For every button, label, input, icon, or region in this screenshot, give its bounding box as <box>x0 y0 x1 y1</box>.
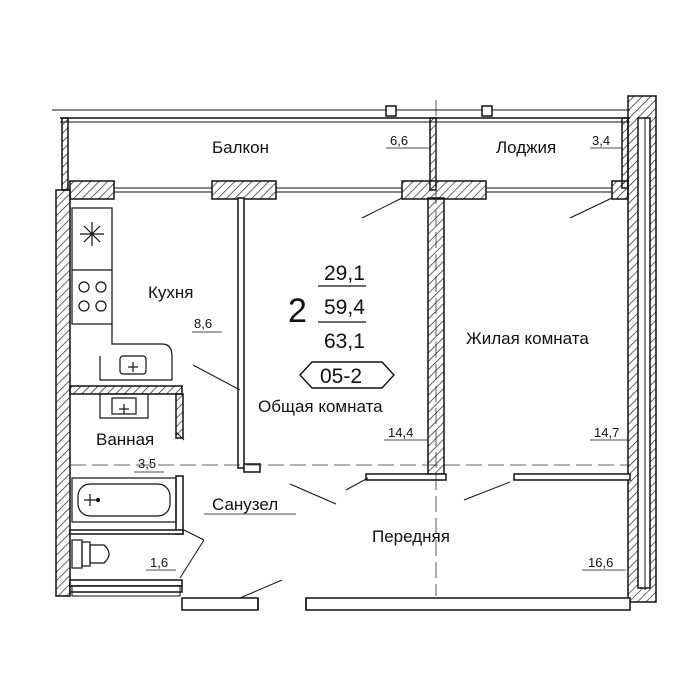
room-balcony-area: 6,6 <box>390 133 408 148</box>
living-area-value: 29,1 <box>324 262 365 285</box>
snowflake-icon <box>80 222 104 246</box>
room-labels: Балкон 6,6 Лоджия 3,4 Кухня 8,6 Общая ко… <box>96 133 619 570</box>
axis-lines <box>70 100 630 596</box>
room-bathroom-area: 3,5 <box>138 456 156 471</box>
total-with-balcony-value: 63,1 <box>324 330 365 353</box>
room-toilet-area: 1,6 <box>150 555 168 570</box>
bathtub-icon <box>71 477 177 523</box>
room-hallway-area: 16,6 <box>588 555 613 570</box>
room-toilet-name: Санузел <box>212 495 278 514</box>
area-underlines <box>134 147 628 571</box>
room-count: 2 <box>288 292 307 330</box>
room-common-area: 14,4 <box>388 425 413 440</box>
room-hallway-name: Передняя <box>372 527 450 546</box>
room-loggia-area: 3,4 <box>592 133 610 148</box>
rail-post <box>385 105 397 117</box>
rail-post <box>481 105 493 117</box>
total-area-value: 59,4 <box>324 296 365 319</box>
stove-icon <box>72 269 112 312</box>
apartment-summary: 2 29,1 59,4 63,1 05-2 <box>288 262 395 389</box>
apartment-code: 05-2 <box>320 365 362 388</box>
walls <box>52 95 657 611</box>
door-swings <box>175 197 613 599</box>
room-loggia-name: Лоджия <box>496 138 556 157</box>
washer-icon <box>71 585 181 597</box>
room-bathroom-name: Ванная <box>96 430 154 449</box>
room-common-name: Общая комната <box>258 397 383 416</box>
bathroom-sink-icon <box>99 393 149 419</box>
summary-lines <box>318 285 366 323</box>
toilet-icon <box>71 539 110 569</box>
kitchen-counter <box>71 207 173 381</box>
room-living-name: Жилая комната <box>466 329 589 348</box>
room-balcony-name: Балкон <box>212 138 269 157</box>
room-living-area: 14,7 <box>594 425 619 440</box>
apartment-code-badge <box>299 361 395 389</box>
room-kitchen-area: 8,6 <box>194 316 212 331</box>
sink-icon <box>119 355 147 375</box>
room-kitchen-name: Кухня <box>148 283 194 302</box>
